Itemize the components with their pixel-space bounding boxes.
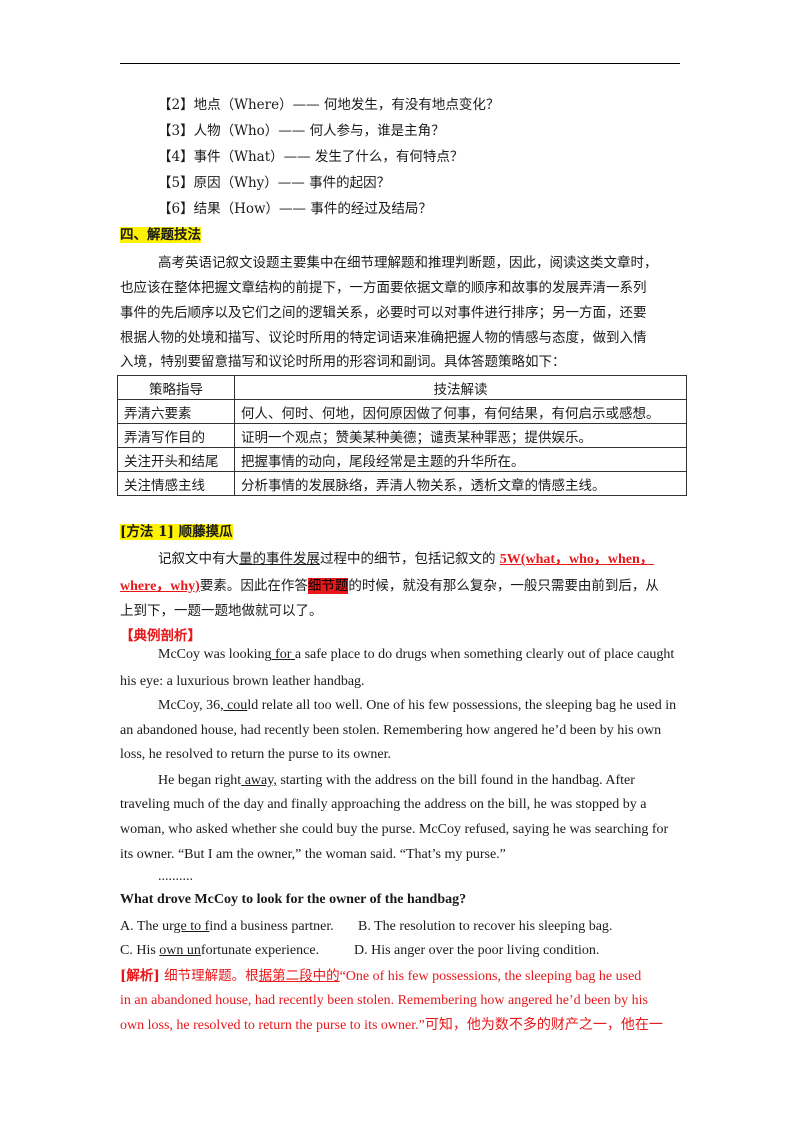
analysis-line: own loss, he resolved to return the purs…	[120, 1018, 663, 1033]
option-b: B. The resolution to recover his sleepin…	[358, 919, 613, 934]
method-line: 上到下，一题一题地做就可以了。	[120, 603, 323, 619]
analysis-line: in an abandoned house, had recently been…	[120, 993, 648, 1008]
table-row: 关注情感主线 分析事情的发展脉络，弄清人物关系，透析文章的情感主线。	[117, 471, 687, 496]
text-run: 记叙文中有大	[158, 551, 239, 567]
element-why: 【5】原因（Why）—— 事件的起因？	[158, 175, 391, 191]
method-heading: [方法 1] 顺藤摸瓜	[120, 523, 233, 541]
element-who: 【3】人物（Who）—— 何人参与，谁是主角？	[158, 123, 445, 139]
method-line: where，why)要素。因此在作答细节题的时候，就没有那么复杂，一般只需要由前…	[120, 577, 659, 596]
option-c: C. His own unfortunate experience.	[120, 942, 319, 960]
element-where: 【2】地点（Where）—— 何地发生，有没有地点变化？	[158, 97, 500, 113]
text-run: 的时候，就没有那么复杂，一般只需要由前到后，从	[348, 578, 659, 594]
analysis-line: [解析] 细节理解题。根据第二段中的“One of his few posses…	[120, 967, 641, 986]
text-run: ge to f	[173, 919, 210, 934]
method-heading-text: [方法 1] 顺藤摸瓜	[120, 524, 233, 540]
text-run: ind a business partner.	[209, 919, 334, 934]
option-d: D. His anger over the poor living condit…	[354, 943, 600, 958]
text-run: , cou	[220, 698, 248, 713]
passage-line: its owner. “But I am the owner,” the wom…	[120, 847, 506, 862]
paragraph-line: 事件的先后顺序以及它们之间的逻辑关系，必要时可以对事件进行排序；另一方面，还要	[120, 305, 647, 321]
passage-line: woman, who asked whether she could buy t…	[120, 822, 669, 837]
text-run: a safe place to do drugs when something …	[294, 647, 675, 662]
passage-line: He began right away, starting with the a…	[158, 772, 635, 790]
option-a: A. The urge to find a business partner.	[120, 918, 334, 936]
element-what: 【4】事件（What）—— 发生了什么，有何特点？	[158, 149, 464, 165]
text-run: where，why)	[120, 579, 200, 594]
table-header-row: 策略指导 技法解读	[117, 375, 687, 400]
text-run: 要素。因此在作答	[199, 578, 308, 594]
table-row: 关注开头和结尾 把握事情的动向，尾段经常是主题的升华所在。	[117, 447, 687, 472]
analysis-label: [解析]	[120, 968, 160, 984]
passage-line: McCoy, 36, could relate all too well. On…	[158, 697, 676, 715]
passage-line: his eye: a luxurious brown leather handb…	[120, 674, 365, 689]
text-run: 细节题	[307, 578, 349, 594]
text-run: McCoy, 36	[158, 698, 221, 713]
table-cell: 关注情感主线	[117, 471, 235, 496]
paragraph-line: 根据人物的处境和描写、议论时所用的特定词语来准确把握人物的情感与态度，做到入情	[120, 330, 647, 346]
text-run: starting with the address on the bill fo…	[276, 773, 635, 788]
text-run: He began right	[158, 773, 242, 788]
text-run: own un	[159, 943, 201, 958]
text-run: C. His	[120, 943, 160, 958]
section-heading-text: 四、解题技法	[120, 227, 201, 243]
method-line: 记叙文中有大量的事件发展过程中的细节，包括记叙文的 5W(what，who，wh…	[158, 550, 654, 569]
table-cell: 把握事情的动向，尾段经常是主题的升华所在。	[234, 447, 687, 472]
table-header-cell: 策略指导	[117, 375, 235, 400]
text-run: 5W(what，who，when，	[499, 552, 654, 567]
paragraph-line: 入境，特别要留意描写和议论时所用的形容词和副词。具体答题策略如下：	[120, 354, 566, 370]
text-run: 据第二段中的	[258, 968, 340, 984]
ellipsis: ..........	[158, 869, 193, 884]
table-header-cell: 技法解读	[234, 375, 687, 400]
text-run: A. The ur	[120, 919, 174, 934]
paragraph-line: 也应该在整体把握文章结构的前提下，一方面要依据文章的顺序和故事的发展弄清一系列	[120, 280, 647, 296]
text-run: McCoy was looking	[158, 647, 272, 662]
passage-line: McCoy was looking for a safe place to do…	[158, 646, 674, 664]
text-run: 量的事件发展	[239, 551, 320, 567]
text-run: “One of his few possessions, the sleepin…	[339, 969, 642, 984]
section-heading: 四、解题技法	[120, 226, 201, 244]
text-run: ld relate all too well. One of his few p…	[247, 698, 677, 713]
text-run: 细节理解题。根	[159, 968, 259, 984]
strategy-table: 策略指导 技法解读 弄清六要素 何人、何时、何地，因何原因做了何事，有何结果，有…	[117, 375, 687, 496]
text-run: for	[271, 647, 295, 662]
header-rule	[120, 63, 680, 64]
question-text: What drove McCoy to look for the owner o…	[120, 892, 467, 907]
passage-line: loss, he resolved to return the purse to…	[120, 747, 392, 762]
passage-line: an abandoned house, had recently been st…	[120, 723, 662, 738]
text-run: away,	[241, 773, 277, 788]
example-heading: 【典例剖析】	[120, 628, 201, 644]
table-cell: 分析事情的发展脉络，弄清人物关系，透析文章的情感主线。	[234, 471, 687, 496]
table-cell: 弄清写作目的	[117, 423, 235, 448]
table-cell: 弄清六要素	[117, 399, 235, 424]
text-run: fortunate experience.	[200, 943, 320, 958]
table-cell: 何人、何时、何地，因何原因做了何事，有何结果，有何启示或感想。	[234, 399, 687, 424]
element-how: 【6】结果（How）—— 事件的经过及结局？	[158, 201, 432, 217]
text-run: 过程中的细节，包括记叙文的	[320, 551, 500, 567]
paragraph-line: 高考英语记叙文设题主要集中在细节理解题和推理判断题，因此，阅读这类文章时，	[158, 255, 658, 271]
table-cell: 关注开头和结尾	[117, 447, 235, 472]
table-row: 弄清写作目的 证明一个观点；赞美某种美德；谴责某种罪恶；提供娱乐。	[117, 423, 687, 448]
table-row: 弄清六要素 何人、何时、何地，因何原因做了何事，有何结果，有何启示或感想。	[117, 399, 687, 424]
passage-line: traveling much of the day and finally ap…	[120, 797, 647, 812]
table-cell: 证明一个观点；赞美某种美德；谴责某种罪恶；提供娱乐。	[234, 423, 687, 448]
